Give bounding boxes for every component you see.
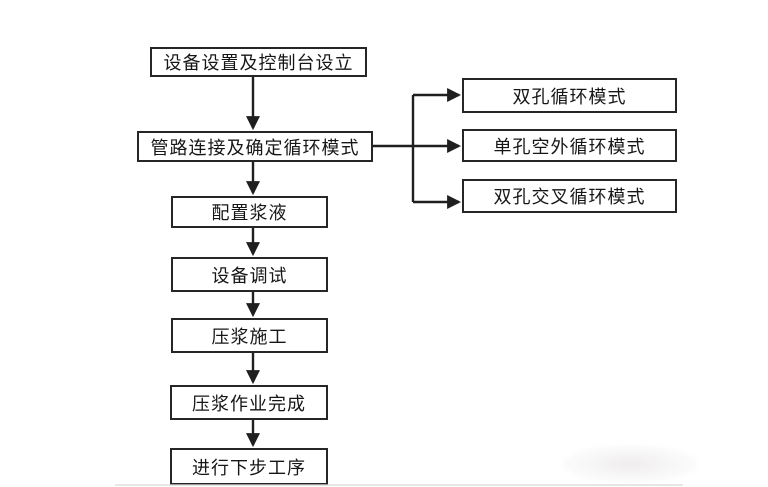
mode-double-hole-cross-circulation: 双孔交叉循环模式 (462, 179, 677, 213)
mode-double-hole-circulation: 双孔循环模式 (462, 78, 677, 113)
step-grouting-work-complete: 压浆作业完成 (170, 385, 328, 420)
step-equipment-console-setup: 设备设置及控制台设立 (150, 47, 367, 77)
step-prepare-slurry: 配置浆液 (171, 196, 328, 228)
step-pipeline-connection-circulation-mode: 管路连接及确定循环模式 (137, 131, 373, 162)
scan-edge-artifact (115, 484, 683, 486)
watermark-smudge (563, 445, 697, 483)
step-next-procedure: 进行下步工序 (170, 448, 328, 485)
mode-single-hole-external-circulation: 单孔空外循环模式 (462, 129, 677, 162)
step-grouting-construction: 压浆施工 (171, 318, 328, 353)
step-equipment-debugging: 设备调试 (171, 257, 328, 292)
